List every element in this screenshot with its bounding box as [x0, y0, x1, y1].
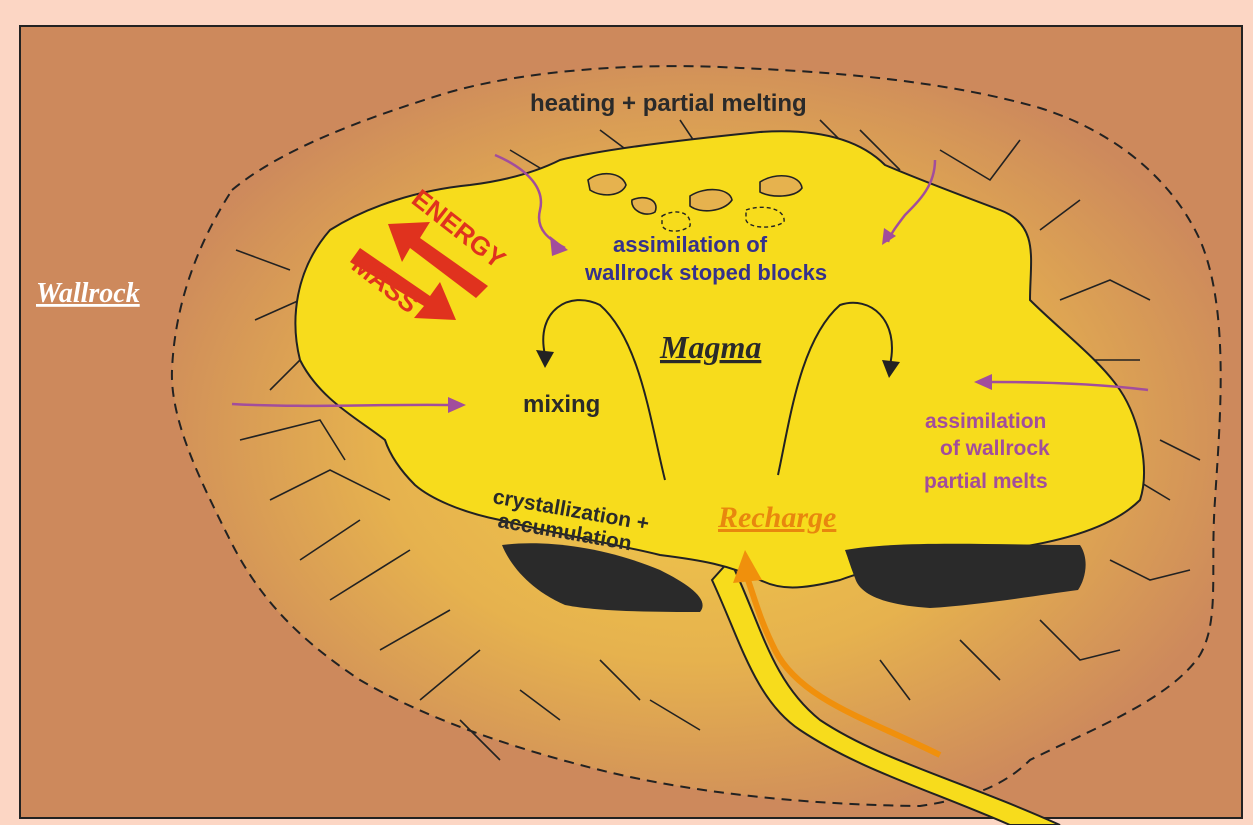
- stoped-label-line2: wallrock stoped blocks: [584, 260, 827, 285]
- melts-label-line3: partial melts: [924, 470, 1048, 493]
- melts-label-line1: assimilation: [925, 410, 1046, 433]
- heating-label: heating + partial melting: [530, 90, 807, 117]
- magma-label: Magma: [659, 329, 761, 365]
- stoped-label-line1: assimilation of: [613, 232, 768, 257]
- wallrock-label: Wallrock: [36, 278, 140, 309]
- recharge-label: Recharge: [717, 501, 836, 534]
- melts-label-line2: of wallrock: [940, 437, 1050, 460]
- mixing-label: mixing: [523, 391, 600, 418]
